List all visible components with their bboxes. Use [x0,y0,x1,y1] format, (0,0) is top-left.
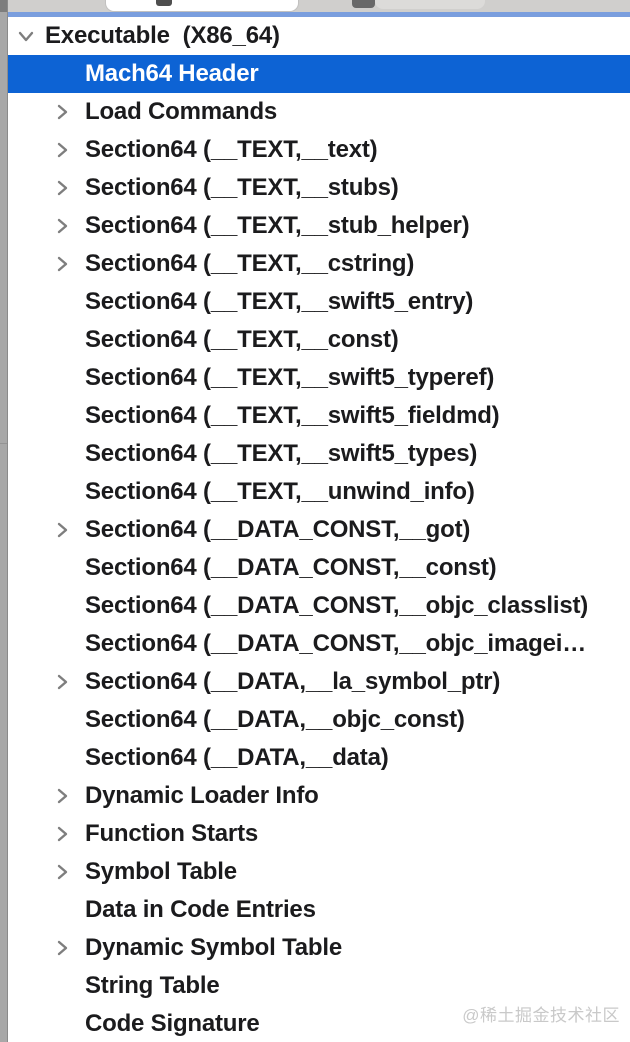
tree-row[interactable]: Section64 (__DATA_CONST,__objc_classlist… [8,587,630,625]
tree-row-label: Section64 (__TEXT,__swift5_types) [85,440,478,467]
toolbar-button[interactable] [375,0,485,9]
tree-row-label: Section64 (__DATA,__data) [85,744,389,771]
tree-row[interactable]: Section64 (__DATA,__objc_const) [8,701,630,739]
chevron-right-icon[interactable] [51,177,73,199]
tree-row[interactable]: Code Signature [8,1005,630,1042]
tree-row[interactable]: Section64 (__TEXT,__text) [8,131,630,169]
tree-row[interactable]: Executable (X86_64) [8,17,630,55]
chevron-right-icon[interactable] [51,785,73,807]
tree-row[interactable]: Section64 (__DATA_CONST,__objc_imagei… [8,625,630,663]
tree-row-label: Section64 (__TEXT,__text) [85,136,378,163]
tree-row-label: Symbol Table [85,858,237,885]
tree-row[interactable]: Section64 (__TEXT,__const) [8,321,630,359]
chevron-right-icon[interactable] [51,519,73,541]
tree-row[interactable]: Mach64 Header [8,55,630,93]
tree-row-label: Section64 (__TEXT,__stub_helper) [85,212,470,239]
tree-row[interactable]: Section64 (__TEXT,__stubs) [8,169,630,207]
tree-row-label: Section64 (__TEXT,__swift5_entry) [85,288,474,315]
toolbar [8,0,630,12]
window-edge [0,0,8,1042]
toolbar-segment-icon [156,0,172,6]
tree-row-label: Data in Code Entries [85,896,316,923]
tree-row[interactable]: Dynamic Loader Info [8,777,630,815]
window-edge-seam [0,443,7,444]
chevron-down-icon[interactable] [15,25,37,47]
tree-row[interactable]: Section64 (__TEXT,__stub_helper) [8,207,630,245]
tree-row-label: Section64 (__TEXT,__stubs) [85,174,399,201]
tree-row[interactable]: Function Starts [8,815,630,853]
chevron-right-icon[interactable] [51,215,73,237]
chevron-right-icon[interactable] [51,101,73,123]
tree-row-label: Section64 (__DATA,__la_symbol_ptr) [85,668,501,695]
tree-row-label: String Table [85,972,220,999]
tree-row[interactable]: Section64 (__TEXT,__swift5_fieldmd) [8,397,630,435]
tree-row-label: Mach64 Header [85,60,259,87]
tree-row[interactable]: Section64 (__TEXT,__swift5_typeref) [8,359,630,397]
tree-row-label: Section64 (__TEXT,__unwind_info) [85,478,475,505]
tree-row[interactable]: Section64 (__TEXT,__swift5_entry) [8,283,630,321]
chevron-right-icon[interactable] [51,861,73,883]
tree-row-label: Section64 (__DATA_CONST,__got) [85,516,471,543]
window-edge-top [0,0,7,12]
chevron-right-icon[interactable] [51,937,73,959]
tree-row[interactable]: Section64 (__TEXT,__swift5_types) [8,435,630,473]
chevron-right-icon[interactable] [51,139,73,161]
tree-row-label: Section64 (__DATA,__objc_const) [85,706,465,733]
chevron-right-icon[interactable] [51,671,73,693]
watermark: @稀土掘金技术社区 [462,1006,620,1025]
tree-row-label: Section64 (__TEXT,__swift5_fieldmd) [85,402,500,429]
tree-row[interactable]: Dynamic Symbol Table [8,929,630,967]
toolbar-segmented-control[interactable] [105,0,299,12]
tree-row[interactable]: Section64 (__DATA,__la_symbol_ptr) [8,663,630,701]
tree-row-label: Section64 (__DATA_CONST,__objc_classlist… [85,592,589,619]
tree-row[interactable]: Data in Code Entries [8,891,630,929]
tree-row-label: Section64 (__DATA_CONST,__objc_imagei… [85,630,586,657]
tree-row-label: Dynamic Symbol Table [85,934,342,961]
chevron-right-icon[interactable] [51,823,73,845]
tree-row-label: Section64 (__TEXT,__swift5_typeref) [85,364,495,391]
tree-row[interactable]: Section64 (__DATA_CONST,__const) [8,549,630,587]
tree-row-label: Function Starts [85,820,259,847]
chevron-right-icon[interactable] [51,253,73,275]
tree-row-label: Executable (X86_64) [45,22,280,49]
tree-row[interactable]: Section64 (__DATA,__data) [8,739,630,777]
tree-row[interactable]: Symbol Table [8,853,630,891]
tree-row[interactable]: Section64 (__DATA_CONST,__got) [8,511,630,549]
tree-row-label: Dynamic Loader Info [85,782,319,809]
tree-row[interactable]: Load Commands [8,93,630,131]
tree-row-label: Section64 (__TEXT,__const) [85,326,399,353]
tree-row-label: Load Commands [85,98,278,125]
toolbar-button-icon[interactable] [352,0,375,8]
tree-row[interactable]: Section64 (__TEXT,__unwind_info) [8,473,630,511]
tree-row-label: Section64 (__TEXT,__cstring) [85,250,415,277]
focus-ring-top [8,12,630,17]
tree-row[interactable]: String Table [8,967,630,1005]
tree-row-label: Section64 (__DATA_CONST,__const) [85,554,497,581]
tree-row[interactable]: Section64 (__TEXT,__cstring) [8,245,630,283]
tree-row-label: Code Signature [85,1010,260,1037]
